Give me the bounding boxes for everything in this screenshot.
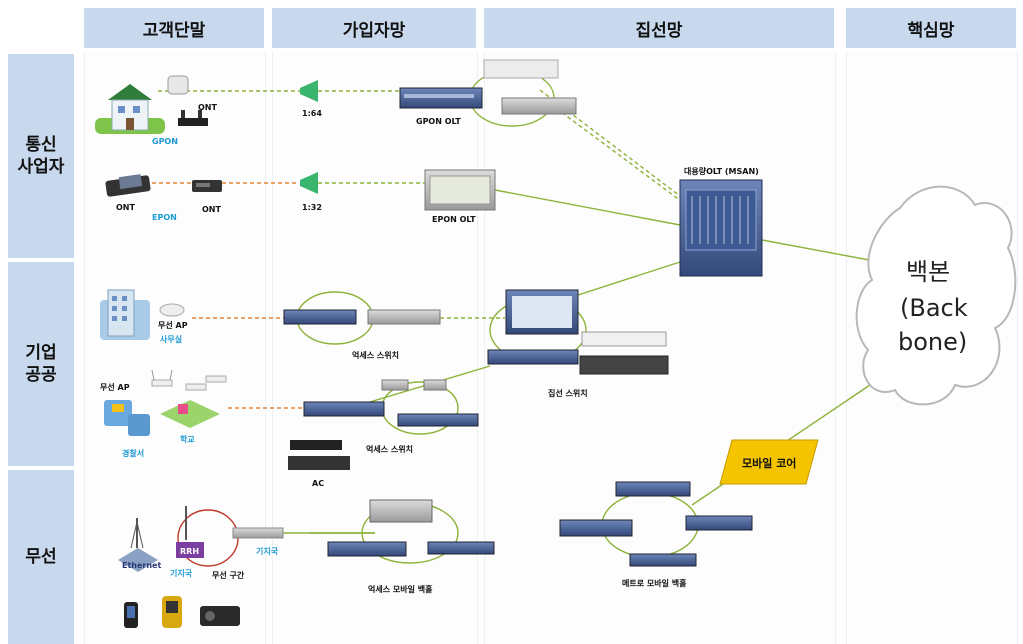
label-agg-switch: 집선 스위치 <box>548 388 588 398</box>
label-backbone-1: 백본 <box>906 258 950 286</box>
police-station-icon <box>104 400 150 436</box>
wireless-ap-icon <box>159 303 185 317</box>
label-gpon-olt: GPON OLT <box>416 117 461 126</box>
header-core-network: 핵심망 <box>846 8 1016 48</box>
label-ethernet: Ethernet <box>122 561 161 570</box>
label-mobile-core: 모바일 코어 <box>742 456 796 470</box>
ip-phone-icon <box>105 174 151 197</box>
gpon-olt-upper-devices <box>483 59 577 115</box>
rugged-phone-icon <box>162 596 182 628</box>
ont-box-icon <box>192 180 222 192</box>
router-small-icon <box>167 75 189 95</box>
label-access-switch-2: 억세스 스위치 <box>366 444 413 454</box>
label-backbone-2: (Back <box>900 294 968 322</box>
label-metro-mobile-backhaul: 메트로 모바일 백홀 <box>622 578 687 588</box>
label-ap-school: 무선 AP <box>100 382 130 392</box>
row-label-telco: 통신 사업자 <box>8 54 74 258</box>
backbone-cloud-icon: 백본 (Back bone) <box>855 185 1017 406</box>
metro-mobile-backhaul-devices <box>559 481 753 567</box>
ont-black-icon <box>178 110 208 126</box>
label-ac: AC <box>312 479 324 488</box>
label-backbone-3: bone) <box>898 328 967 356</box>
label-ont-house: ONT <box>198 103 217 112</box>
epon-olt-icon <box>424 169 496 211</box>
label-epon: EPON <box>152 213 177 222</box>
label-epon-olt: EPON OLT <box>432 215 476 224</box>
row-label-wireless: 무선 <box>8 470 74 644</box>
label-ont-phone: ONT <box>116 203 135 212</box>
access-switch-2-icon <box>303 379 479 427</box>
mobile-phone-icon <box>124 602 138 628</box>
office-building-icon <box>100 289 150 340</box>
label-base-station-1: 기지국 <box>170 568 193 578</box>
header-subscriber-network: 가입자망 <box>272 8 476 48</box>
label-msan: 대용량OLT (MSAN) <box>684 166 759 176</box>
aggregation-switch-icon <box>487 289 669 375</box>
school-icon <box>160 400 220 428</box>
access-mobile-backhaul-devices <box>327 499 495 557</box>
label-rrh: RRH <box>180 547 199 556</box>
label-wireless-section: 무선 구간 <box>212 570 245 580</box>
ac-device-icon <box>288 440 350 470</box>
mobile-core-box: 모바일 코어 <box>719 439 819 485</box>
row-label-enterprise-public: 기업 공공 <box>8 262 74 466</box>
gpon-olt-icon <box>399 87 483 109</box>
header-customer-terminal: 고객단말 <box>84 8 264 48</box>
label-base-station-2: 기지국 <box>256 546 279 556</box>
label-office: 사무실 <box>160 334 182 344</box>
label-gpon: GPON <box>152 137 178 146</box>
label-access-switch-1: 억세스 스위치 <box>352 350 399 360</box>
bbu-device-icon <box>232 527 284 539</box>
splitter-1-32-icon <box>300 172 318 194</box>
label-splitter-1-32: 1:32 <box>302 203 322 212</box>
label-ap-office: 무선 AP <box>158 320 188 330</box>
wireless-ap-antenna-icon <box>151 369 227 391</box>
house-icon <box>95 84 165 134</box>
label-access-mobile-backhaul: 억세스 모바일 백홀 <box>368 584 433 594</box>
orange-links <box>152 182 304 409</box>
column-aggregation <box>484 52 836 644</box>
label-police: 경찰서 <box>122 448 144 458</box>
projector-icon <box>200 606 240 626</box>
column-customer <box>84 52 266 644</box>
label-school: 학교 <box>180 434 195 444</box>
msan-olt-icon <box>679 179 763 277</box>
rrh-tower-icon <box>176 506 204 558</box>
cell-tower-icon <box>118 518 158 572</box>
header-aggregation-network: 집선망 <box>484 8 834 48</box>
label-splitter-1-64: 1:64 <box>302 109 322 118</box>
splitter-1-64-icon <box>300 80 318 102</box>
label-ont-box: ONT <box>202 205 221 214</box>
access-switch-1-icon <box>283 309 441 325</box>
